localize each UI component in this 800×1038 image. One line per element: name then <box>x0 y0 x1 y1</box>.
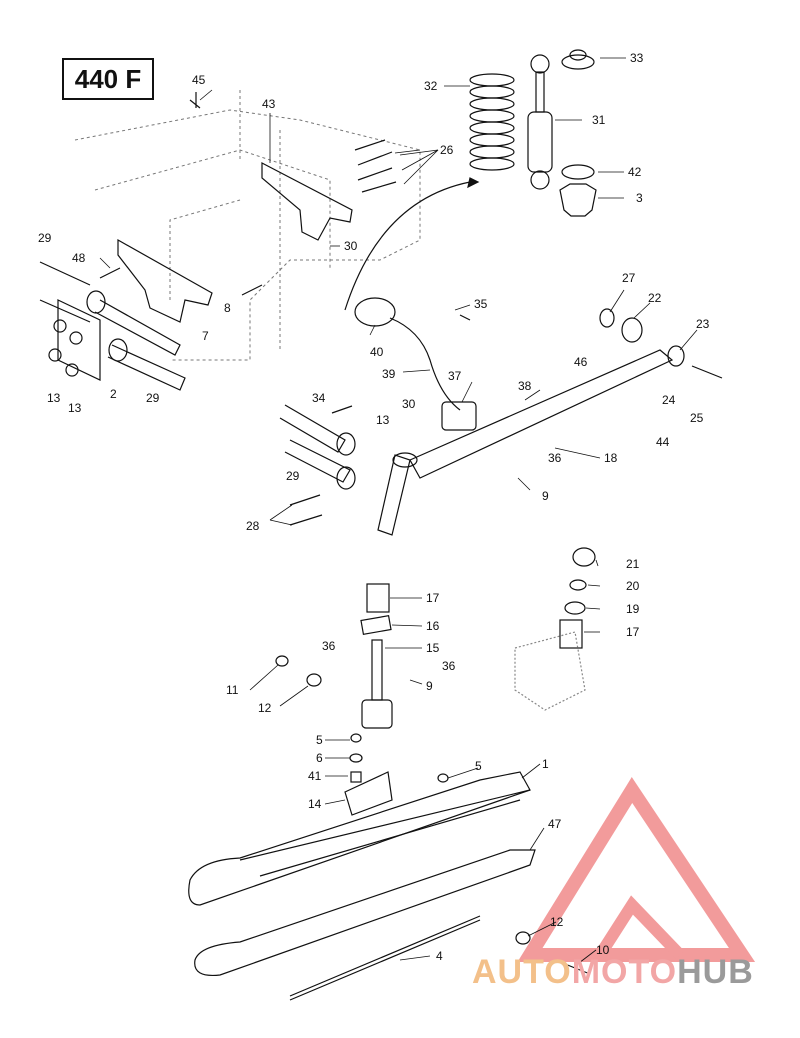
callout-22: 22 <box>648 291 662 305</box>
callout-36b: 36 <box>322 639 336 653</box>
hand-hint <box>514 631 586 711</box>
callout-21: 21 <box>626 557 640 571</box>
callout-46: 46 <box>574 355 588 369</box>
ski-1 <box>188 771 531 906</box>
callout-31: 31 <box>592 113 606 127</box>
callout-12b: 12 <box>550 915 564 929</box>
shafts-29 <box>39 261 356 490</box>
callout-26: 26 <box>440 143 454 157</box>
callout-39: 39 <box>382 367 396 381</box>
callout-24: 24 <box>662 393 676 407</box>
bushing-22 <box>621 317 643 343</box>
shock-absorber-31 <box>527 54 553 190</box>
callout-33: 33 <box>630 51 644 65</box>
watermark-part-hub: HUB <box>677 953 754 991</box>
callout-8: 8 <box>224 301 231 315</box>
leader-lines <box>99 57 698 967</box>
callout-48: 48 <box>72 251 86 265</box>
callout-15: 15 <box>426 641 440 655</box>
callout-11: 11 <box>226 683 239 697</box>
runner-4 <box>289 915 481 1001</box>
washer-27 <box>599 308 615 328</box>
callout-4: 4 <box>436 949 443 963</box>
callout-23: 23 <box>696 317 710 331</box>
callout-38: 38 <box>518 379 532 393</box>
callout-34: 34 <box>312 391 326 405</box>
callout-45: 45 <box>192 73 206 87</box>
callout-10: 10 <box>596 943 610 957</box>
bushing-17 <box>366 583 390 613</box>
callout-29c: 29 <box>286 469 300 483</box>
callout-27: 27 <box>622 271 636 285</box>
callout-1: 1 <box>542 757 549 771</box>
callout-20: 20 <box>626 579 640 593</box>
callout-5a: 5 <box>475 759 482 773</box>
model-label: 440 F <box>62 58 154 100</box>
plate-40 <box>354 297 396 327</box>
rod-39 <box>389 317 461 411</box>
callout-6: 6 <box>316 751 323 765</box>
callout-18: 18 <box>604 451 618 465</box>
callout-41: 41 <box>308 769 322 783</box>
watermark-part-moto: MOTO <box>571 953 678 991</box>
plate-2 <box>57 299 101 381</box>
callout-5b: 5 <box>316 733 323 747</box>
ski-47 <box>194 849 536 977</box>
callout-29b: 29 <box>146 391 160 405</box>
hardware <box>99 92 591 975</box>
watermark-logo-icon <box>517 777 756 962</box>
adjuster-3 <box>559 183 597 217</box>
cap-21 <box>572 547 596 567</box>
callout-7: 7 <box>202 329 209 343</box>
callout-30b: 30 <box>402 397 416 411</box>
callout-36a: 36 <box>548 451 562 465</box>
callout-25: 25 <box>690 411 704 425</box>
callout-17b: 17 <box>626 625 640 639</box>
callout-37: 37 <box>448 369 462 383</box>
callout-17a: 17 <box>426 591 440 605</box>
callout-13b: 13 <box>68 401 82 415</box>
callout-28: 28 <box>246 519 260 533</box>
callout-13a: 13 <box>47 391 61 405</box>
callout-30a: 30 <box>344 239 358 253</box>
callout-12a: 12 <box>258 701 272 715</box>
callout-13c: 13 <box>376 413 390 427</box>
callout-44: 44 <box>656 435 670 449</box>
swing-arm-18 <box>409 349 674 479</box>
callout-47: 47 <box>548 817 562 831</box>
callout-labels: 1 2 3 4 5 5 6 7 8 9 9 10 11 12 12 13 13 … <box>38 51 710 963</box>
callout-35: 35 <box>474 297 488 311</box>
block-37 <box>441 401 477 431</box>
callout-32: 32 <box>424 79 438 93</box>
callout-9a: 9 <box>542 489 549 503</box>
gasket-16 <box>360 614 392 636</box>
callout-40: 40 <box>370 345 384 359</box>
cap-33 <box>561 54 595 70</box>
callout-2: 2 <box>110 387 117 401</box>
bracket-7 <box>117 238 213 323</box>
chassis-frame <box>74 90 421 361</box>
callout-3: 3 <box>636 191 643 205</box>
bracket-43 <box>261 162 353 241</box>
spindle-15 <box>371 639 383 701</box>
callout-42: 42 <box>628 165 642 179</box>
callout-43: 43 <box>262 97 276 111</box>
spring-32 <box>469 73 515 171</box>
callout-36c: 36 <box>442 659 456 673</box>
callout-14: 14 <box>308 797 322 811</box>
watermark-text: AUTOMOTOHUB <box>472 953 754 992</box>
cap-42 <box>561 164 595 180</box>
callout-16: 16 <box>426 619 440 633</box>
watermark-part-auto: AUTO <box>472 953 572 991</box>
callout-19: 19 <box>626 602 640 616</box>
callout-29a: 29 <box>38 231 52 245</box>
callout-9b: 9 <box>426 679 433 693</box>
